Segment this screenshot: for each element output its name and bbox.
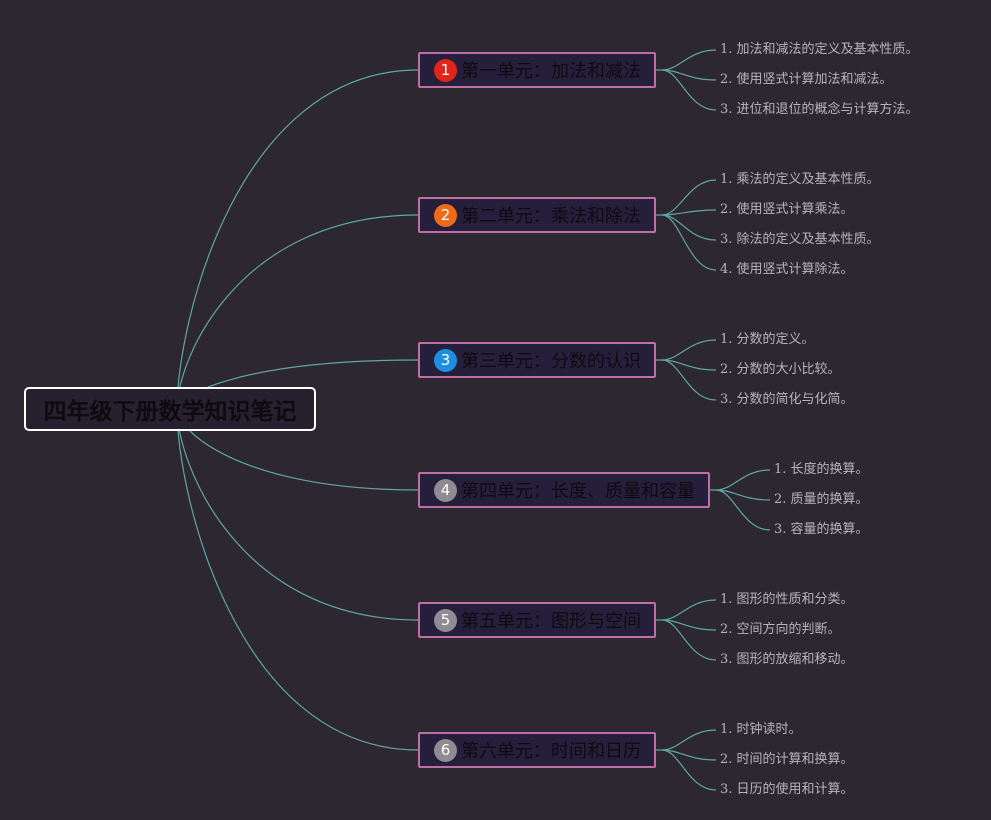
- unit-1-item-2-connector: [661, 69, 717, 81]
- unit-2-item-3[interactable]: 3. 除法的定义及基本性质。: [720, 232, 880, 247]
- unit-2-number-badge: 2: [434, 203, 457, 227]
- unit-3-label: 第三单元：分数的认识: [461, 351, 641, 372]
- unit-3-item-1[interactable]: 1. 分数的定义。: [720, 332, 815, 347]
- unit-3-item-3-connector: [661, 359, 717, 401]
- root-to-unit-1-connector: [176, 69, 419, 410]
- unit-6-item-2-connector: [661, 749, 717, 761]
- unit-5-item-2[interactable]: 2. 空间方向的判断。: [720, 622, 841, 637]
- root-label: 四年级下册数学知识笔记: [43, 399, 297, 425]
- unit-4-item-2-connector: [715, 489, 771, 501]
- unit-4-item-1[interactable]: 1. 长度的换算。: [774, 462, 869, 477]
- unit-3-item-3[interactable]: 3. 分数的简化与化简。: [720, 392, 854, 407]
- unit-2-item-4[interactable]: 4. 使用竖式计算除法。: [720, 262, 854, 277]
- unit-6-label: 第六单元：时间和日历: [461, 741, 641, 762]
- unit-3-number-badge: 3: [434, 348, 457, 372]
- unit-6-item-3[interactable]: 3. 日历的使用和计算。: [720, 782, 854, 797]
- unit-6-item-3-connector: [661, 749, 717, 791]
- unit-4-item-1-connector: [715, 469, 771, 491]
- unit-3-item-2-connector: [661, 359, 717, 371]
- unit-2-item-4-connector: [661, 214, 717, 271]
- unit-6-item-2[interactable]: 2. 时间的计算和换算。: [720, 752, 854, 767]
- unit-6-item-1[interactable]: 1. 时钟读时。: [720, 722, 802, 737]
- unit-4-item-3[interactable]: 3. 容量的换算。: [774, 522, 869, 537]
- unit-5-item-1-connector: [661, 599, 717, 621]
- unit-4-number-badge: 4: [434, 478, 457, 502]
- unit-1-item-2[interactable]: 2. 使用竖式计算加法和减法。: [720, 72, 893, 87]
- unit-2-item-2[interactable]: 2. 使用竖式计算乘法。: [720, 202, 854, 217]
- unit-5-item-2-connector: [661, 619, 717, 631]
- root-to-unit-5-connector: [176, 408, 419, 621]
- unit-1-item-3[interactable]: 3. 进位和退位的概念与计算方法。: [720, 102, 919, 117]
- unit-4-label: 第四单元：长度、质量和容量: [461, 481, 695, 502]
- unit-1-label: 第一单元：加法和减法: [461, 61, 641, 82]
- unit-1-item-3-connector: [661, 69, 717, 111]
- unit-1-item-1[interactable]: 1. 加法和减法的定义及基本性质。: [720, 42, 919, 57]
- unit-2-item-2-connector: [661, 209, 717, 216]
- unit-4-item-2[interactable]: 2. 质量的换算。: [774, 492, 869, 507]
- unit-5-item-3[interactable]: 3. 图形的放缩和移动。: [720, 652, 854, 667]
- unit-3-item-2[interactable]: 2. 分数的大小比较。: [720, 362, 841, 377]
- unit-3-item-1-connector: [661, 339, 717, 361]
- unit-6-item-1-connector: [661, 729, 717, 751]
- root-to-unit-2-connector: [176, 214, 419, 410]
- unit-5-item-1[interactable]: 1. 图形的性质和分类。: [720, 592, 854, 607]
- unit-1-item-1-connector: [661, 49, 717, 71]
- unit-6-number-badge: 6: [434, 738, 457, 762]
- unit-1-number-badge: 1: [434, 58, 457, 82]
- unit-5-item-3-connector: [661, 619, 717, 661]
- unit-5-number-badge: 5: [434, 608, 457, 632]
- unit-4-item-3-connector: [715, 489, 771, 531]
- unit-2-item-1[interactable]: 1. 乘法的定义及基本性质。: [720, 172, 880, 187]
- unit-5-label: 第五单元：图形与空间: [461, 611, 641, 632]
- unit-2-item-1-connector: [661, 179, 717, 216]
- root-node[interactable]: 四年级下册数学知识笔记: [24, 387, 316, 431]
- root-to-unit-6-connector: [176, 408, 419, 751]
- unit-2-label: 第二单元：乘法和除法: [461, 206, 641, 227]
